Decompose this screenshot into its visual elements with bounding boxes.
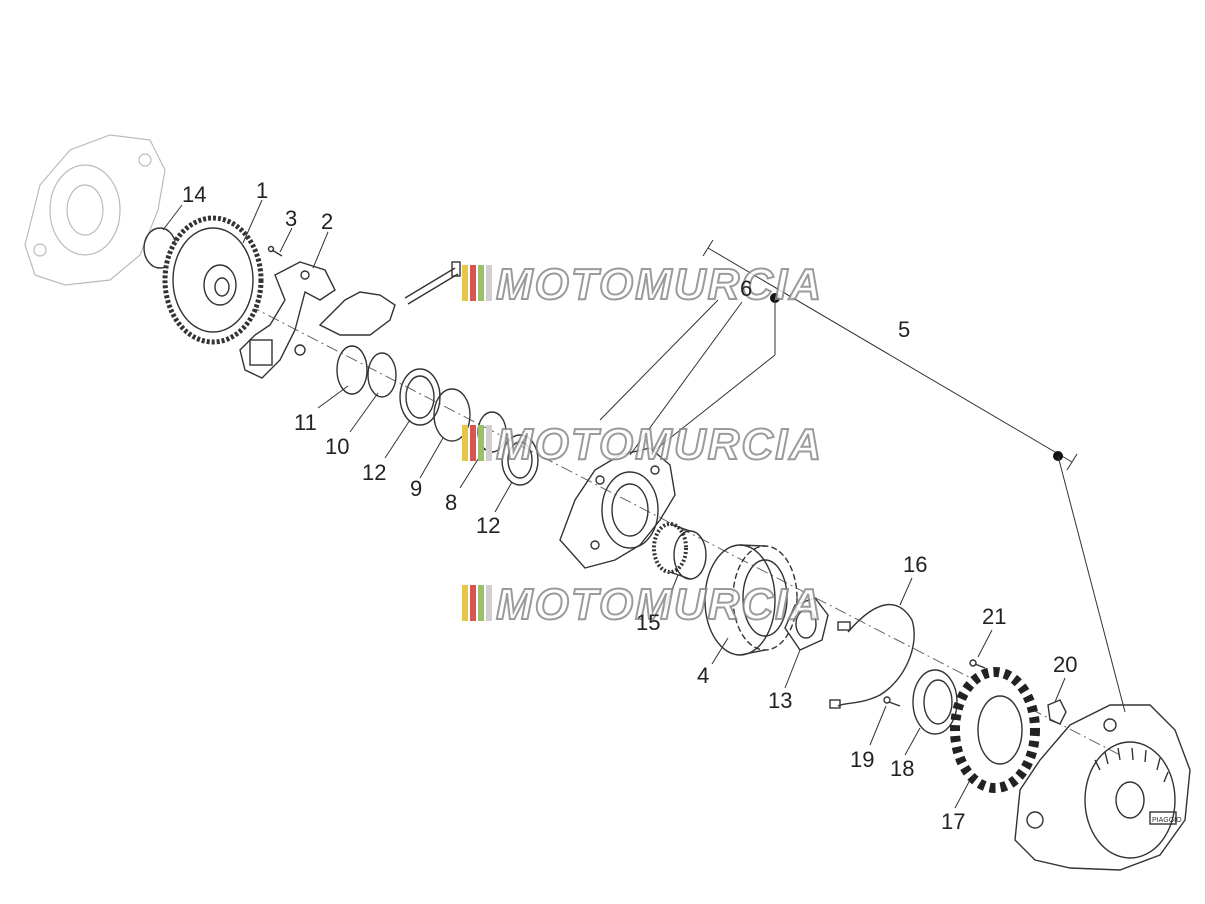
ring-10 <box>367 352 397 398</box>
callout-2: 2 <box>321 209 333 234</box>
stator-housing-6 <box>559 447 676 569</box>
callout-20: 20 <box>1053 652 1077 677</box>
callout-8: 8 <box>445 490 457 515</box>
callout-14: 14 <box>182 182 206 207</box>
watermark-text-1: MOTOMURCIA <box>496 260 823 309</box>
watermark-text-2: MOTOMURCIA <box>496 420 823 469</box>
callout-5: 5 <box>898 317 910 342</box>
callout-21: 21 <box>982 604 1006 629</box>
callout-17: 17 <box>941 809 965 834</box>
watermark-1: MOTOMURCIA <box>462 259 823 310</box>
brush-holder-2 <box>239 261 336 379</box>
rotor-4 <box>704 544 798 656</box>
assembly-bracket-5 <box>702 239 1078 471</box>
callout-13: 13 <box>768 688 792 713</box>
callout-12-lower: 12 <box>476 513 500 538</box>
motor-housing-right: PIAGGIO <box>1014 704 1191 871</box>
connector-cable <box>318 261 461 336</box>
circlip-11 <box>336 345 368 395</box>
callout-4: 4 <box>697 663 709 688</box>
seal-9 <box>433 388 471 442</box>
ring-gear-1 <box>162 215 264 345</box>
sensor-wire-16 <box>829 603 915 709</box>
assembly-axis <box>189 274 1121 756</box>
callout-19: 19 <box>850 747 874 772</box>
bearing-12-upper <box>399 368 441 426</box>
callout-15: 15 <box>636 610 660 635</box>
callout-16: 16 <box>903 552 927 577</box>
clip-20 <box>1047 699 1067 725</box>
screw-3 <box>267 245 283 257</box>
sensor-plate-18 <box>912 669 958 735</box>
stator-17 <box>950 667 1040 793</box>
engine-cover-left <box>24 134 166 286</box>
watermark-2: MOTOMURCIA <box>462 419 823 470</box>
callout-12-upper: 12 <box>362 460 386 485</box>
callout-6: 6 <box>740 276 752 301</box>
screw-19 <box>883 696 901 707</box>
leader-lines <box>162 199 1126 809</box>
watermark-text-3: MOTOMURCIA <box>496 580 823 629</box>
callout-18: 18 <box>890 756 914 781</box>
screw-21 <box>969 659 986 669</box>
callout-10: 10 <box>325 434 349 459</box>
callout-11: 11 <box>294 410 317 435</box>
callout-1: 1 <box>256 178 268 203</box>
callout-3: 3 <box>285 206 297 231</box>
watermark-3: MOTOMURCIA <box>462 579 823 630</box>
brand-plate: PIAGGIO <box>1152 817 1182 824</box>
bearing-12-lower <box>501 434 539 486</box>
callout-9: 9 <box>410 476 422 501</box>
pinion-15 <box>652 522 707 580</box>
